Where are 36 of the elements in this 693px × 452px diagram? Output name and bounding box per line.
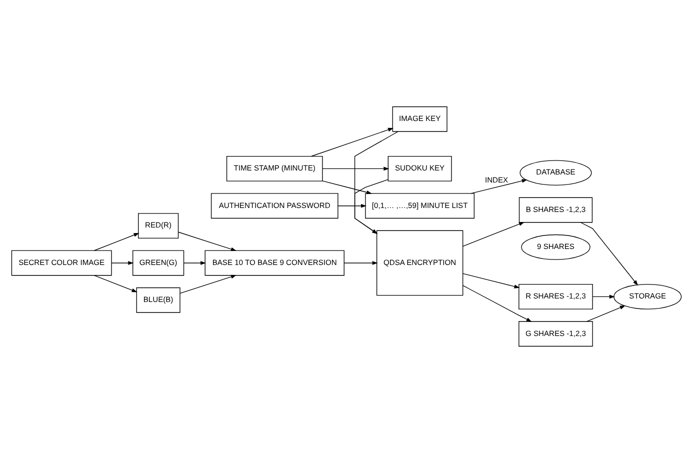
arrow [462,272,520,288]
arrow [94,232,140,250]
node-box: SUDOKU KEY [388,155,452,181]
node-box: G SHARES -1,2,3 [518,320,593,346]
arrow [322,166,390,170]
node-box: SECRET COLOR IMAGE [11,250,112,276]
edge-label: INDEX [484,174,508,184]
arrow [580,222,638,286]
node-box: BLUE(B) [136,286,180,312]
node-box: R SHARES -1,2,3 [518,283,593,309]
arrow [586,305,626,322]
arrow [180,274,237,294]
node-box: QDSA ENCRYPTION [376,230,464,296]
node-box: TIME STAMP (MINUTE) [226,155,323,181]
arrow [462,222,525,246]
arrow [338,203,366,208]
node-box: GREEN(G) [132,250,184,276]
arrow [184,260,206,264]
arrow [354,130,398,234]
arrow [322,180,372,194]
arrow [111,260,134,264]
node-box: IMAGE KEY [392,106,448,132]
node-ellipse: 9 SHARES [521,234,590,260]
arrow [344,260,378,264]
node-box: RED(R) [138,212,179,238]
arrow [470,178,528,194]
node-box: AUTHENTICATION PASSWORD [210,192,338,218]
arrow [94,274,138,292]
arrow [592,294,615,298]
node-box: B SHARES -1,2,3 [518,196,593,222]
arrow [354,178,388,234]
node-box: [0,1,… ,…,59] MINUTE LIST [365,192,475,218]
arrow [178,231,236,250]
node-box: BASE 10 TO BASE 9 CONVERSION [204,250,344,276]
arrow [462,284,532,322]
arrow [311,127,394,156]
